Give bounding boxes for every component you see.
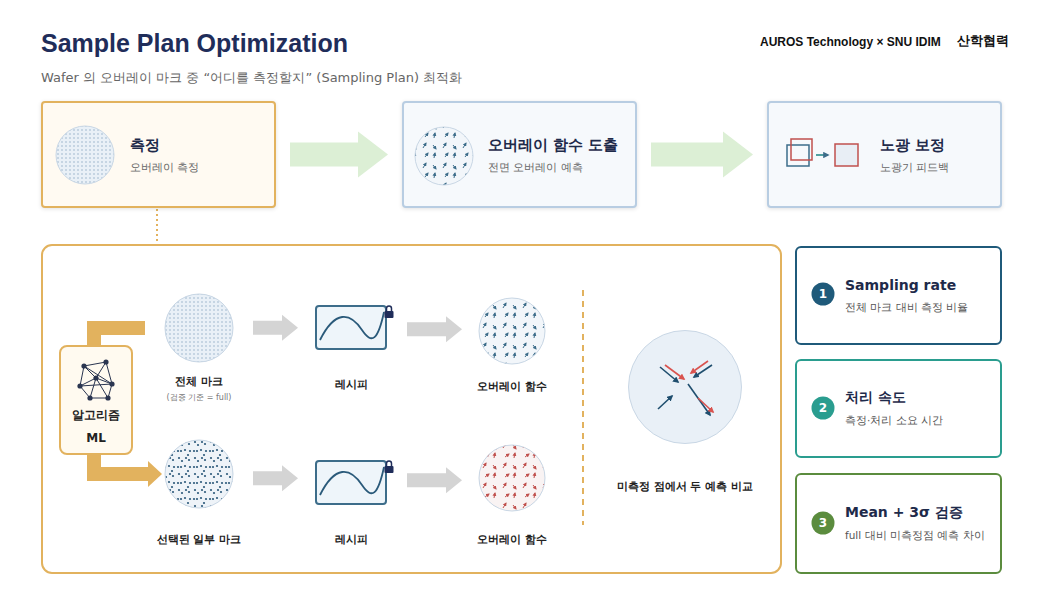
- node-title: 오버레이 함수 도출: [488, 136, 618, 154]
- node-title: 노광 보정: [880, 136, 945, 154]
- recipe-box: 레시피: [315, 305, 387, 350]
- circle-outline: [628, 330, 742, 444]
- subtitle: Wafer 의 오버레이 마크 중 “어디를 측정할지” (Sampling P…: [41, 70, 462, 86]
- callout-number: 3: [811, 511, 835, 535]
- stage-box: 노광 보정노광기 피드백: [767, 101, 1002, 208]
- node-title: 측정: [130, 136, 160, 154]
- connector: [94, 455, 162, 487]
- metric-card: Mean + 3σ 검증 full 대비 미측정점 예측 차이 3: [795, 473, 1002, 574]
- node-subtext: full 대비 미측정점 예측 차이: [845, 529, 985, 542]
- header-label: 산학협력: [957, 33, 1009, 49]
- node-title: 처리 속도: [845, 389, 906, 406]
- node-subtext: 오버레이 측정: [130, 161, 200, 174]
- overlay-circle: 오버레이 함수: [479, 445, 545, 511]
- dotted-leader: [156, 209, 158, 243]
- block-arrow: [651, 132, 753, 178]
- overlay-circle: 오버레이 함수: [479, 298, 545, 364]
- node-subtext: ML: [61, 431, 131, 445]
- stage-box: 오버레이 함수 도출전면 오버레이 예측: [402, 101, 637, 208]
- callout-number: 2: [811, 396, 835, 420]
- stage-box: 측정오버레이 측정: [41, 101, 276, 208]
- circle-outline: [479, 445, 545, 511]
- page-title: Sample Plan Optimization: [41, 28, 348, 58]
- wafer-circle: 전체 마크(검증 기준 = full): [165, 294, 233, 362]
- process-panel: [42, 245, 781, 573]
- node-title: 전체 마크: [119, 375, 279, 388]
- block-arrow: [253, 315, 298, 341]
- connector: [253, 465, 298, 491]
- node-title: 레시피: [271, 378, 431, 391]
- circle-outline: [165, 294, 233, 362]
- comparison-circle: 미측정 점에서 두 예측 비교: [628, 330, 742, 444]
- node-subtext: 측정·처리 소요 시간: [845, 414, 943, 427]
- algorithm-box: 알고리즘 ML: [59, 345, 133, 455]
- callout-number: 1: [811, 282, 835, 306]
- block-arrow: [407, 467, 462, 493]
- node-title: 레시피: [271, 533, 431, 546]
- connector: [407, 316, 462, 342]
- node-title: 오버레이 함수: [432, 380, 592, 393]
- node-title: 알고리즘: [61, 408, 131, 422]
- node-subtext: 노광기 피드백: [880, 161, 950, 174]
- block-arrow: [253, 465, 298, 491]
- node-title: Mean + 3σ 검증: [845, 504, 963, 521]
- block-arrow: [407, 316, 462, 342]
- connector: [407, 467, 462, 493]
- circle-outline: [479, 298, 545, 364]
- node-subtext: 전체 마크 대비 측정 비율: [845, 301, 968, 314]
- block-arrow: [290, 132, 388, 178]
- full-marks-wafer: [165, 294, 233, 362]
- connector: [94, 328, 145, 345]
- node-title: 미측정 점에서 두 예측 비교: [595, 480, 775, 493]
- connector: [651, 132, 753, 178]
- connector: [290, 132, 388, 178]
- node-title: 선택된 일부 마크: [119, 533, 279, 546]
- overlay-field: [479, 298, 545, 364]
- metric-card: 처리 속도측정·처리 소요 시간 2: [795, 359, 1002, 458]
- wafer-circle: 선택된 일부 마크: [165, 440, 233, 508]
- elbow-arrow: [94, 328, 145, 345]
- connector: [253, 315, 298, 341]
- dashed-separator: [582, 290, 584, 525]
- node-title: 3: [811, 516, 835, 530]
- node-subtext: 전면 오버레이 예측: [488, 161, 583, 174]
- overlay-field: [479, 445, 545, 511]
- node-title: 1: [811, 287, 835, 301]
- arrow-head: [148, 461, 162, 487]
- lock-shackle: [387, 461, 392, 466]
- node-title: 오버레이 함수: [432, 533, 592, 546]
- lock-shackle: [387, 306, 392, 311]
- node-title: 2: [811, 401, 835, 415]
- elbow-arrow: [94, 455, 148, 474]
- metric-card: Sampling rate 전체 마크 대비 측정 비율 1: [795, 246, 1002, 345]
- node-title: Sampling rate: [845, 277, 956, 294]
- selected-marks-wafer: [165, 440, 233, 508]
- header-label: AUROS Technology × SNU IDIM: [760, 35, 941, 49]
- node-subtext: (검증 기준 = full): [119, 393, 279, 403]
- recipe-box: 레시피: [315, 460, 387, 505]
- circle-outline: [165, 440, 233, 508]
